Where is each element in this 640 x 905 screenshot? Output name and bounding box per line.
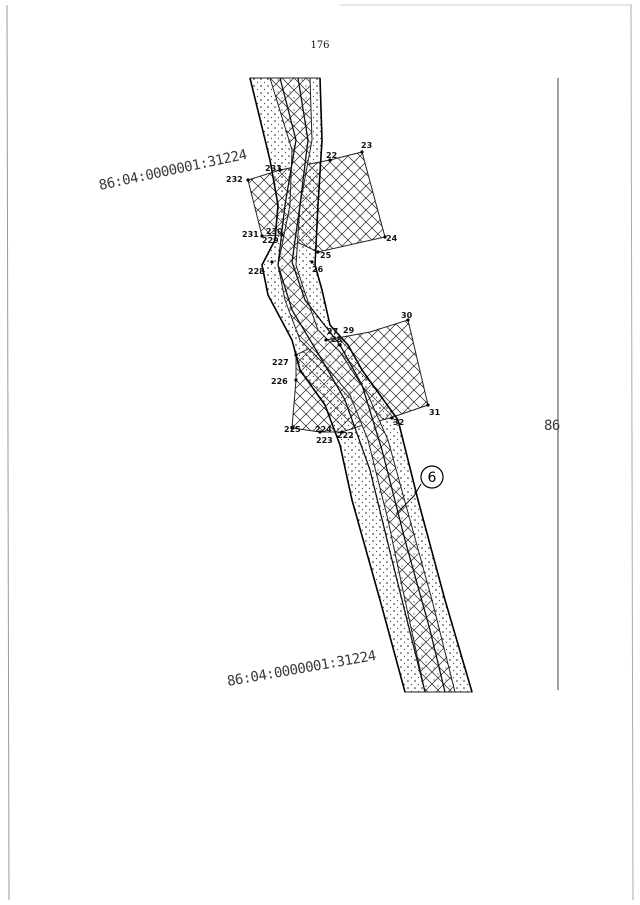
callout-label: 6 bbox=[428, 470, 437, 486]
callout-leader-line bbox=[395, 483, 422, 515]
point-label-23: 23 bbox=[361, 141, 372, 150]
point-label-25: 25 bbox=[320, 251, 332, 260]
right-page-edge bbox=[630, 4, 634, 901]
point-label-226: 226 bbox=[271, 377, 288, 386]
point-label-24: 24 bbox=[386, 234, 398, 243]
point-label-32: 32 bbox=[393, 418, 404, 427]
bold-boundary-left bbox=[249, 77, 406, 693]
point-label-30: 30 bbox=[401, 311, 413, 320]
cadastral-number-right-fragment: 86 bbox=[544, 418, 560, 434]
point-label-228: 228 bbox=[248, 267, 265, 276]
point-label-233: 233 bbox=[265, 164, 282, 173]
callout-circle bbox=[420, 465, 444, 489]
point-label-26: 26 bbox=[312, 265, 324, 274]
point-label-231: 231 bbox=[242, 230, 259, 239]
point-label-27: 27 bbox=[327, 327, 338, 336]
corridor-inner-hatched bbox=[269, 77, 456, 693]
point-markers bbox=[246, 150, 430, 434]
point-label-229: 229 bbox=[262, 236, 279, 245]
page-number: 176 bbox=[310, 40, 330, 51]
point-label-225: 225 bbox=[284, 425, 301, 434]
point-label-22: 22 bbox=[326, 151, 337, 160]
left-page-edge bbox=[6, 4, 10, 901]
point-label-31: 31 bbox=[429, 408, 441, 417]
bold-boundary-right bbox=[314, 77, 473, 693]
point-label-29: 29 bbox=[343, 326, 355, 335]
point-label-227: 227 bbox=[272, 358, 289, 367]
point-label-232: 232 bbox=[226, 175, 243, 184]
point-label-28: 28 bbox=[331, 335, 343, 344]
point-label-224: 224 bbox=[315, 425, 332, 434]
point-label-230: 230 bbox=[266, 227, 283, 236]
axis-line-left bbox=[277, 77, 426, 693]
point-label-222: 222 bbox=[337, 431, 354, 440]
cadastral-number-lower: 86:04:0000001:31224 bbox=[226, 648, 377, 690]
cadastral-number-upper: 86:04:0000001:31224 bbox=[98, 147, 249, 194]
point-label-223: 223 bbox=[316, 436, 333, 445]
callout-6: 6 bbox=[395, 465, 444, 515]
